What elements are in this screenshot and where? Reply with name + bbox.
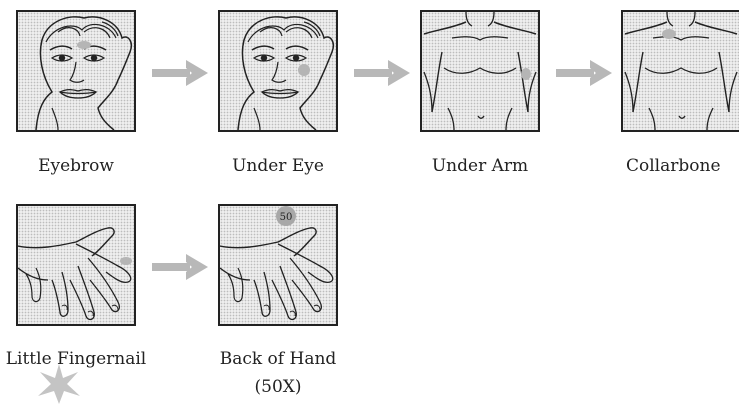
point-marker-text: 50 (280, 212, 293, 223)
step-label-sub: (50X) (193, 377, 363, 397)
torso-illustration (623, 12, 739, 130)
arrow-right-icon (152, 254, 208, 280)
under-arm-point-highlight (521, 68, 531, 80)
eyebrow-panel (16, 10, 136, 132)
step-label: Under Eye (193, 156, 363, 176)
face-illustration (18, 12, 134, 130)
hand-illustration: 50 (220, 206, 336, 324)
arrow-right-icon (556, 60, 612, 86)
eyebrow-point-highlight (77, 41, 91, 49)
arrow-right-icon (152, 60, 208, 86)
little-fingernail-point-highlight (120, 257, 132, 265)
under-eye-panel (218, 10, 338, 132)
step-label: Collarbone (596, 156, 739, 176)
step-label: Eyebrow (0, 156, 161, 176)
torso-illustration (422, 12, 538, 130)
back-of-hand-panel: 50 (218, 204, 338, 326)
collarbone-panel (621, 10, 739, 132)
collarbone-point-highlight (662, 29, 676, 39)
asterisk-icon (34, 364, 84, 404)
arrow-right-icon (354, 60, 410, 86)
step-label: Under Arm (395, 156, 565, 176)
hand-illustration (18, 206, 134, 324)
face-illustration (220, 12, 336, 130)
little-fingernail-panel (16, 204, 136, 326)
under-eye-point-highlight (298, 64, 310, 76)
step-label: Back of Hand (193, 349, 363, 369)
under-arm-panel (420, 10, 540, 132)
